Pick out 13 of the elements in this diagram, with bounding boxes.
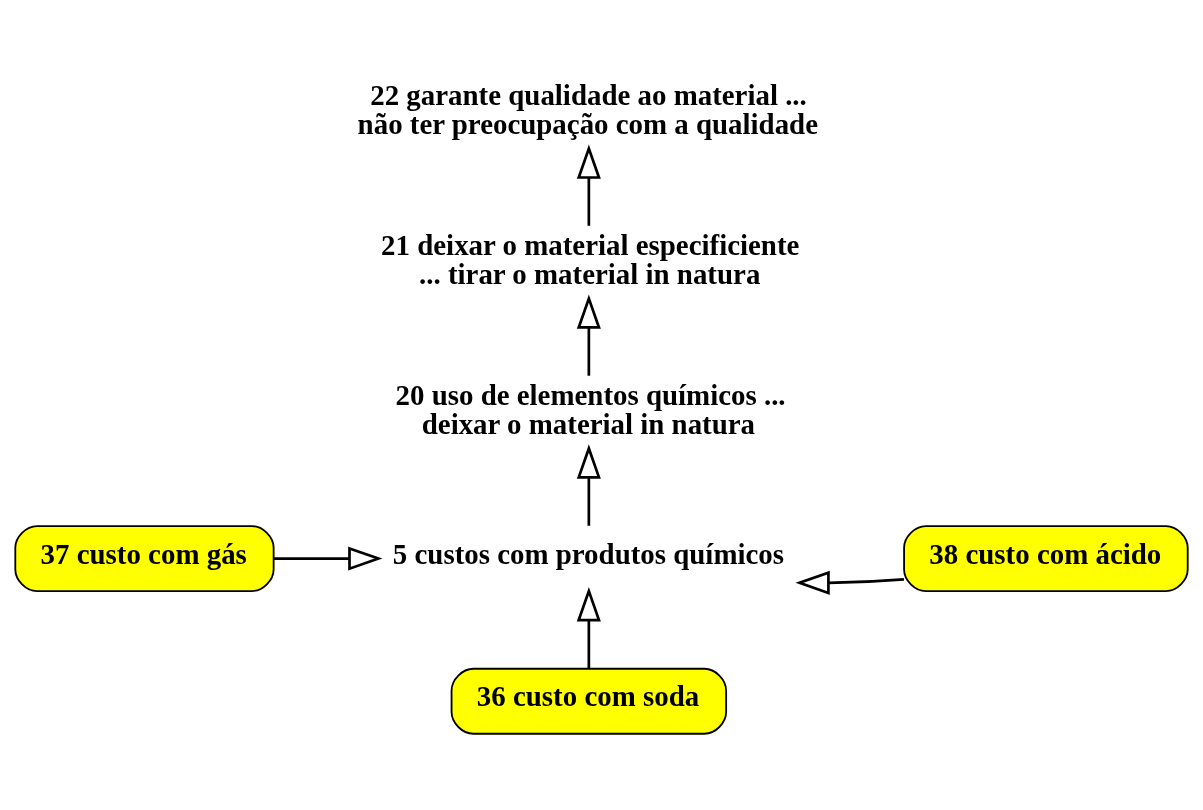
arrow — [273, 546, 383, 571]
arrow — [576, 444, 601, 526]
arrow — [576, 144, 601, 226]
node-text: 5 custos com produtos químicos — [392, 537, 784, 570]
node-box: 36 custo com soda — [450, 667, 728, 735]
arrow — [795, 570, 905, 595]
arrow — [576, 587, 601, 669]
node-text: 22 garante qualidade ao material ... não ter preocupação com a qualidade — [357, 78, 819, 140]
node-text: 20 uso de elementos químicos ... deixar o material in natura — [395, 378, 786, 440]
node-text: 21 deixar o material especificiente ... tirar o material in natura — [381, 228, 800, 290]
node-box: 38 custo com ácido — [903, 525, 1189, 592]
arrow — [576, 294, 601, 376]
node-box: 37 custo com gás — [14, 525, 275, 592]
